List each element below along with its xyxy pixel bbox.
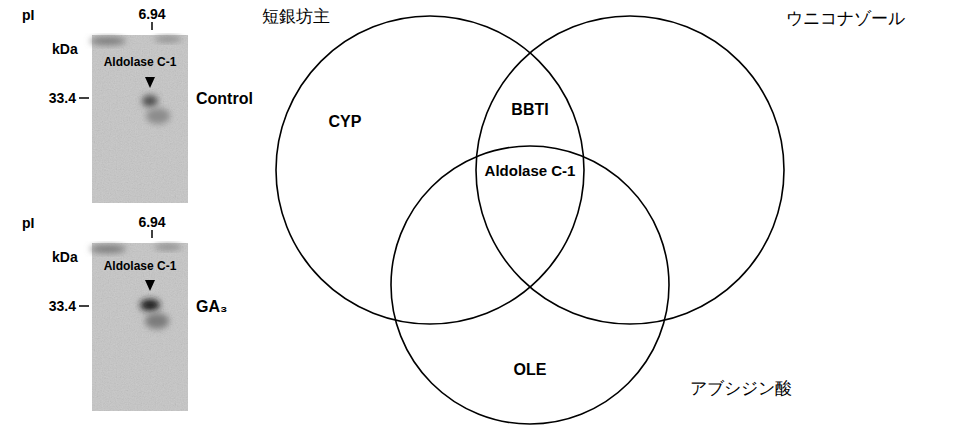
set-heading: 短銀坊主 [262,6,330,26]
axis-label: kDa [52,249,78,266]
protein-label: Aldolase C-1 [104,259,177,273]
axis-label: pI [22,215,34,232]
venn-outline [390,145,670,425]
axis-label: kDa [52,41,78,58]
venn-circle-line [476,16,784,324]
set-heading: ウニコナゾール [786,8,905,28]
arrowhead [145,77,155,88]
venn-circle-line [391,146,669,424]
axis-label: pI [22,7,34,24]
set-heading: アブシジン酸 [690,378,792,398]
gel-panel: Aldolase C-1 [92,35,188,203]
axis-label: 6.94 [138,214,165,231]
venn-circle: アブシジン酸OLE [390,145,670,425]
axis-label: 33.4 [49,298,76,315]
venn-circle-line [276,16,584,324]
axis-label: BBTI [511,100,548,119]
axis-label: GA₃ [196,297,227,316]
gel-control [79,22,188,203]
axis-label: 33.4 [49,90,76,107]
protein-label: OLE [514,360,547,379]
gel-panel: Aldolase C-1 [92,243,188,411]
arrowhead [145,280,155,291]
axis-label: 6.94 [138,6,165,23]
protein-label: CYP [329,112,362,131]
axis-label: Aldolase C-1 [485,162,576,180]
protein-label: Aldolase C-1 [104,55,177,69]
axis-label: Control [196,89,253,108]
gel-ga3 [79,230,188,411]
